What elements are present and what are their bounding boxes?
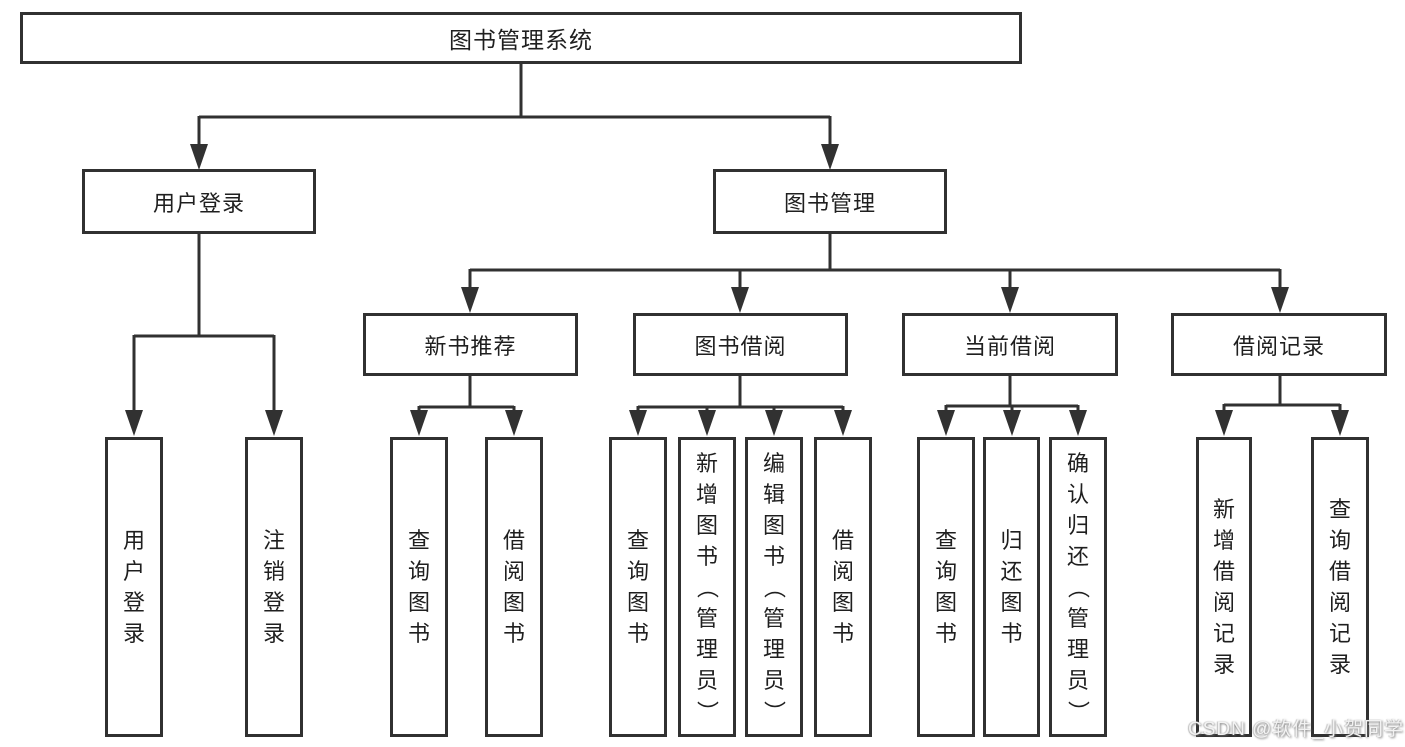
node-label: 借阅记录: [1232, 333, 1325, 359]
node-label: 当前借阅: [963, 333, 1056, 359]
node-label: 借阅图书: [831, 528, 854, 646]
node-label: 编辑图书（管理员）: [761, 450, 787, 723]
node-label: 借阅图书: [502, 528, 525, 646]
leaf-logout: 注销登录: [245, 437, 303, 737]
csdn-watermark: CSDN @软件_小贺同学: [1188, 719, 1404, 740]
leaf-query-books-borrowing: 查询图书: [609, 437, 667, 737]
leaf-add-books-admin: 新增图书（管理员）: [678, 437, 736, 737]
node-label: 确认归还（管理员）: [1065, 450, 1091, 723]
node-label: 查询图书: [934, 528, 957, 646]
leaf-confirm-return-admin: 确认归还（管理员）: [1049, 437, 1107, 737]
node-label: 新增图书（管理员）: [694, 450, 720, 723]
node-label: 图书管理系统: [449, 27, 593, 53]
node-label: 查询图书: [626, 528, 649, 646]
node-label: 图书借阅: [694, 333, 787, 359]
node-book-borrowing: 图书借阅: [633, 313, 848, 376]
node-label: 新书推荐: [424, 333, 517, 359]
leaf-borrow-books-recommend: 借阅图书: [485, 437, 543, 737]
node-user-login-branch: 用户登录: [82, 169, 316, 234]
node-label: 新增借阅记录: [1212, 497, 1235, 677]
node-label: 注销登录: [262, 528, 285, 646]
leaf-user-login: 用户登录: [105, 437, 163, 737]
leaf-query-borrow-record: 查询借阅记录: [1311, 437, 1369, 737]
leaf-query-books-current: 查询图书: [917, 437, 975, 737]
node-label: 查询图书: [407, 528, 430, 646]
leaf-return-books: 归还图书: [983, 437, 1040, 737]
leaf-query-books-recommend: 查询图书: [390, 437, 448, 737]
node-label: 查询借阅记录: [1328, 497, 1351, 677]
node-label: 图书管理: [783, 190, 876, 216]
node-label: 用户登录: [122, 528, 145, 646]
node-label: 归还图书: [1000, 528, 1023, 646]
node-current-borrowing: 当前借阅: [902, 313, 1118, 376]
node-root-system: 图书管理系统: [20, 12, 1022, 64]
node-book-management-branch: 图书管理: [713, 169, 947, 234]
node-new-book-recommend: 新书推荐: [363, 313, 578, 376]
node-borrowing-records: 借阅记录: [1171, 313, 1387, 376]
arrowhead-icons: [125, 144, 1349, 436]
leaf-borrow-books-borrowing: 借阅图书: [814, 437, 872, 737]
node-label: 用户登录: [152, 190, 245, 216]
leaf-add-borrow-record: 新增借阅记录: [1196, 437, 1252, 737]
leaf-edit-books-admin: 编辑图书（管理员）: [745, 437, 803, 737]
